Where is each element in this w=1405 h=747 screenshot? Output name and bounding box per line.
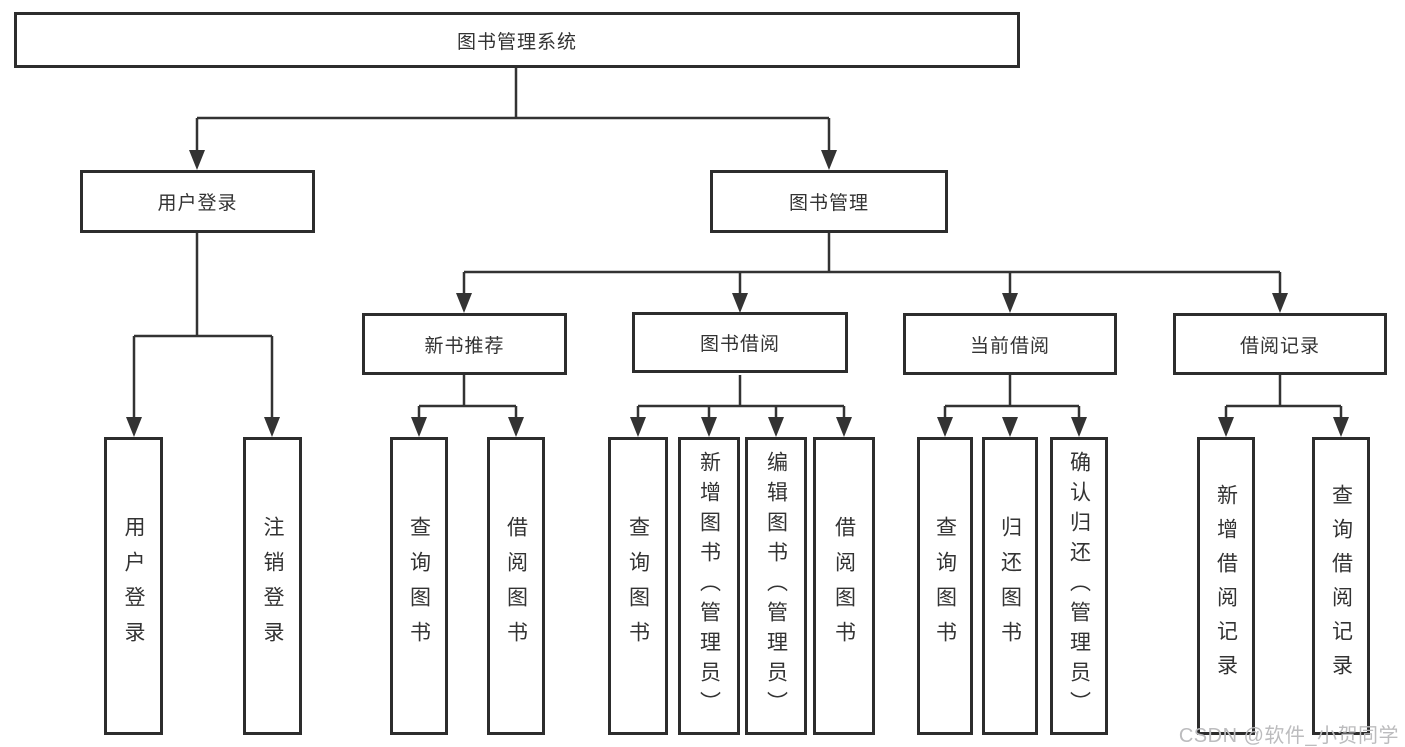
- leaf-query-borrow-record: 查询借阅记录: [1312, 437, 1370, 735]
- node-new-book-recommend: 新书推荐: [362, 313, 567, 375]
- csdn-watermark: CSDN @软件_小贺同学: [1178, 725, 1399, 747]
- node-label: 用户登录: [157, 193, 238, 214]
- node-book-borrowing: 图书借阅: [632, 312, 848, 373]
- node-borrowing-records: 借阅记录: [1173, 313, 1387, 375]
- leaf-user-login: 用户登录: [104, 437, 163, 735]
- node-label: 当前借阅: [969, 335, 1050, 357]
- root-node-library-system: 图书管理系统: [14, 12, 1020, 68]
- leaf-add-borrow-record: 新增借阅记录: [1197, 437, 1255, 735]
- leaf-edit-books-admin: 编辑图书（管理员）: [745, 437, 807, 735]
- leaf-borrow-books: 借阅图书: [487, 437, 545, 735]
- leaf-borrow-books: 借阅图书: [813, 437, 875, 735]
- leaf-query-books: 查询图书: [608, 437, 668, 735]
- root-node-label: 图书管理系统: [456, 31, 577, 53]
- leaf-logout: 注销登录: [243, 437, 302, 735]
- node-label: 图书管理: [788, 193, 869, 214]
- leaf-query-books: 查询图书: [917, 437, 973, 735]
- node-book-management: 图书管理: [710, 170, 948, 233]
- leaf-confirm-return-admin: 确认归还（管理员）: [1050, 437, 1108, 735]
- node-current-borrowing: 当前借阅: [903, 313, 1117, 375]
- leaf-return-books: 归还图书: [982, 437, 1038, 735]
- node-label: 新书推荐: [424, 335, 505, 357]
- node-user-login: 用户登录: [80, 170, 315, 233]
- leaf-add-books-admin: 新增图书（管理员）: [678, 437, 740, 735]
- leaf-query-books: 查询图书: [390, 437, 448, 735]
- node-label: 图书借阅: [699, 334, 780, 355]
- node-label: 借阅记录: [1239, 335, 1320, 357]
